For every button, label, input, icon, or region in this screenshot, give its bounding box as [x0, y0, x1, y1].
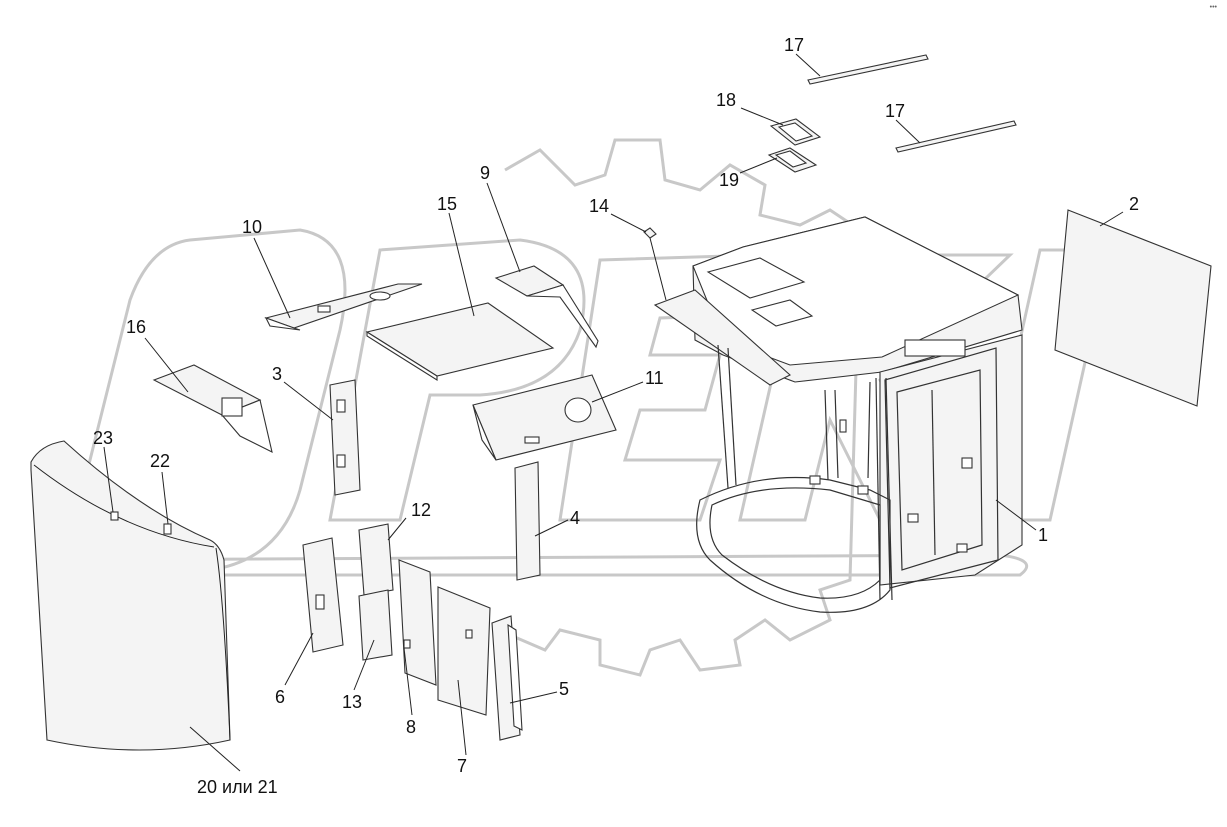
callout-5: 5: [559, 679, 569, 699]
part-19-frame: [767, 147, 818, 173]
corner-mark: •••: [1209, 4, 1217, 11]
part-6-column: [302, 537, 344, 653]
callout-labels: 17 17 18 19 9 15 10 14 2 16 3 11 23 22 1…: [93, 35, 1139, 797]
callout-18: 18: [716, 90, 736, 110]
callout-8: 8: [406, 717, 416, 737]
part-12-panel: [358, 523, 394, 596]
callout-17-top: 17: [784, 35, 804, 55]
part-15-sheet: [365, 302, 555, 381]
part-4-column: [514, 461, 541, 581]
callout-1: 1: [1038, 525, 1048, 545]
callout-9: 9: [480, 163, 490, 183]
callout-2: 2: [1129, 194, 1139, 214]
part-2-glass: [1054, 209, 1212, 407]
part-11-panel: [472, 374, 617, 461]
part-1-cab-frame: [653, 216, 1023, 613]
callout-3: 3: [272, 364, 282, 384]
part-20-21-shell: [30, 440, 231, 751]
callout-19: 19: [719, 170, 739, 190]
part-13-panel: [358, 589, 393, 661]
callout-14: 14: [589, 196, 609, 216]
leader-lines: [103, 53, 1124, 772]
part-7-panel: [437, 586, 491, 716]
callout-4: 4: [570, 508, 580, 528]
callout-7: 7: [457, 756, 467, 776]
callout-22: 22: [150, 451, 170, 471]
watermark-P: [328, 238, 586, 522]
part-22-clip: [163, 523, 172, 535]
part-5-channel: [491, 615, 523, 741]
part-23-clip: [110, 511, 119, 521]
part-9-bracket: [494, 265, 599, 349]
callout-13: 13: [342, 692, 362, 712]
callout-23: 23: [93, 428, 113, 448]
part-10-panel: [264, 283, 423, 331]
part-17-rod-right: [895, 120, 1017, 153]
callout-17-right: 17: [885, 101, 905, 121]
callout-12: 12: [411, 500, 431, 520]
part-3-channel: [329, 379, 361, 496]
part-8-panel: [398, 559, 437, 686]
callout-6: 6: [275, 687, 285, 707]
part-14-fastener: [643, 227, 657, 239]
part-16-panel: [152, 364, 273, 454]
callout-11: 11: [645, 368, 664, 388]
callout-10: 10: [242, 217, 262, 237]
callout-16: 16: [126, 317, 146, 337]
part-17-rod-top: [807, 54, 929, 85]
watermark-gear-outline: [504, 138, 862, 677]
callout-20-or-21: 20 или 21: [197, 777, 278, 797]
callout-15: 15: [437, 194, 457, 214]
part-18-grille: [769, 118, 822, 146]
